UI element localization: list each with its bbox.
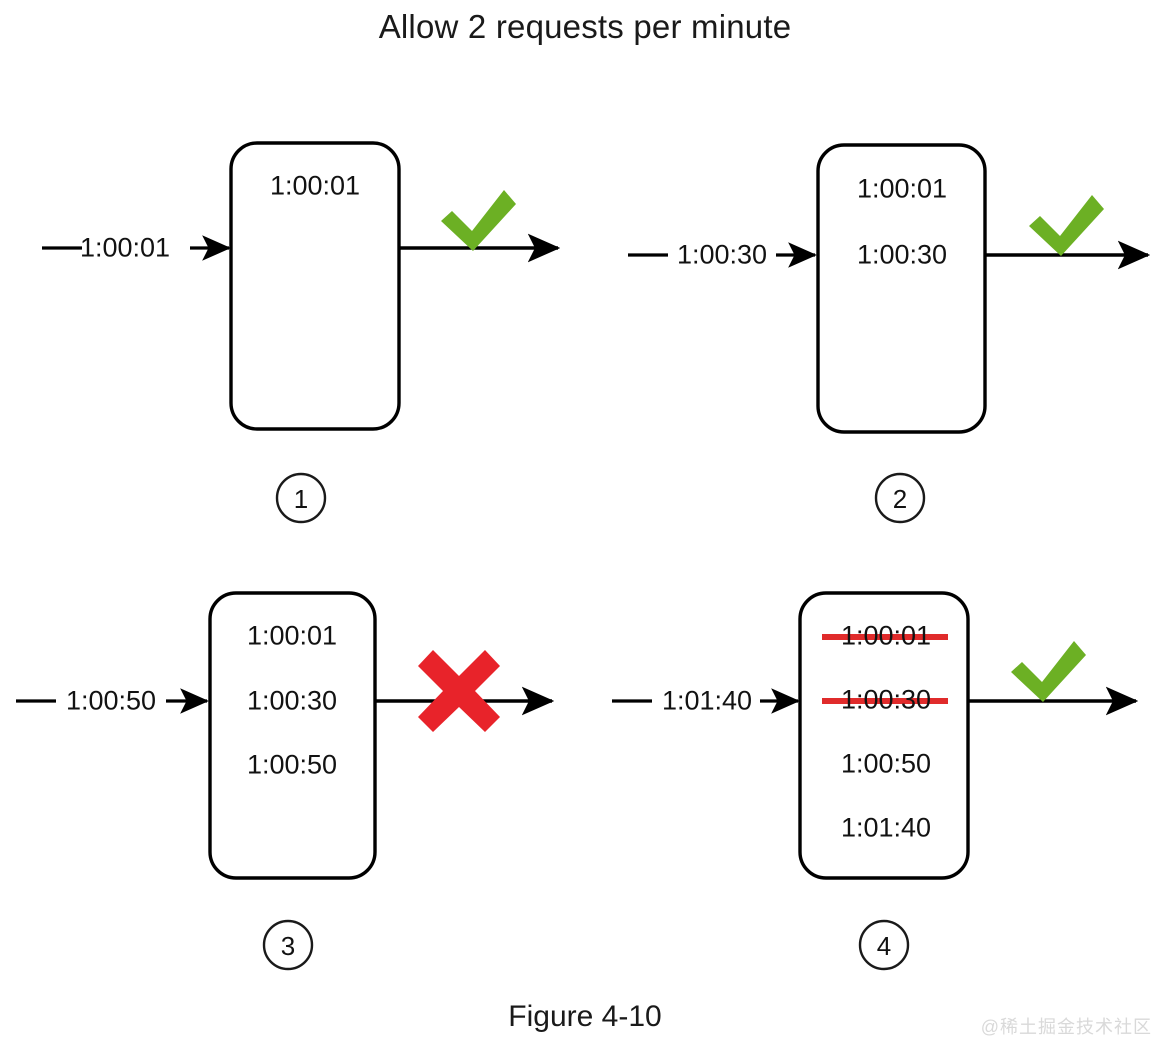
check-icon	[1011, 641, 1086, 702]
cross-icon	[418, 650, 500, 732]
panel-3-request-label: 1:00:50	[65, 685, 157, 716]
panel-4-log-entry-expired: 1:00:01	[840, 620, 932, 651]
panel-3-marker-label: 3	[280, 931, 296, 961]
panel-3-log-entry: 1:00:30	[246, 685, 338, 716]
panel-4-log-entry-expired: 1:00:30	[840, 684, 932, 715]
panel-4-request-label: 1:01:40	[661, 685, 753, 716]
figure-caption: Figure 4-10	[508, 1000, 662, 1033]
panel-1-log-entry: 1:00:01	[269, 170, 361, 201]
panel-2-log-entry: 1:00:01	[856, 173, 948, 204]
panel-4-log-entry: 1:01:40	[840, 812, 932, 843]
panel-3-log-entry: 1:00:50	[246, 749, 338, 780]
panel-2-marker-label: 2	[892, 484, 908, 514]
panel-1-marker-label: 1	[293, 484, 309, 514]
panel-2-request-label: 1:00:30	[676, 239, 768, 270]
panel-2-log-entry: 1:00:30	[856, 239, 948, 270]
panel-1-request-label: 1:00:01	[79, 232, 171, 263]
figure-title: Allow 2 requests per minute	[378, 8, 792, 45]
panel-4-marker-label: 4	[876, 931, 892, 961]
panel-4-log-entry: 1:00:50	[840, 748, 932, 779]
check-icon	[441, 190, 516, 251]
check-icon	[1029, 195, 1104, 256]
panel-3-log-entry: 1:00:01	[246, 620, 338, 651]
watermark-text: @稀土掘金技术社区	[980, 1017, 1152, 1037]
